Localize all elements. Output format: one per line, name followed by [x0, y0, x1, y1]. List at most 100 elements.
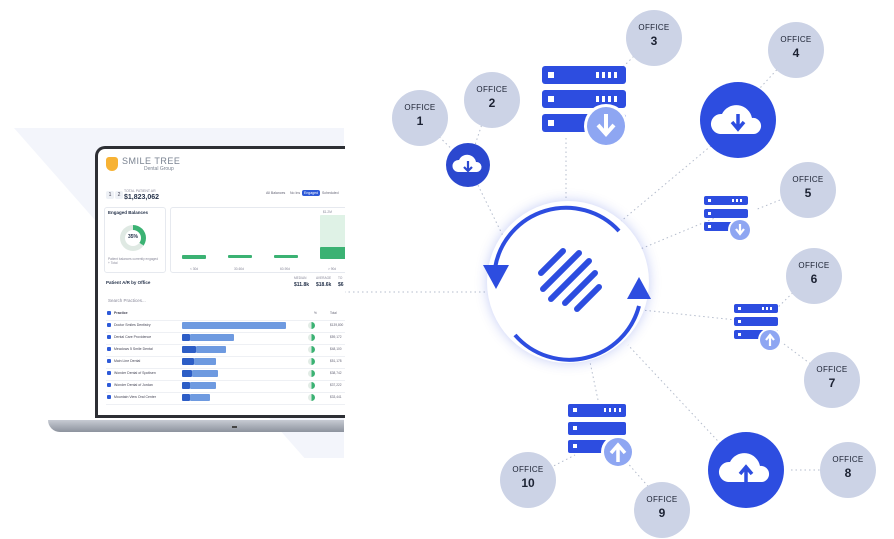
practice-name: Meadows 5 Smile Dental [114, 347, 153, 351]
office-label: OFFICE [798, 261, 830, 270]
office-number: 2 [488, 96, 496, 110]
ar-bar [182, 382, 190, 389]
col-practice: Practice [114, 311, 128, 315]
pct-pie [308, 370, 315, 377]
pct-pie [308, 382, 315, 389]
office-bubble-10: OFFICE 10 [500, 452, 556, 508]
tooth-logo-icon [106, 157, 118, 171]
ar-bar [190, 394, 210, 401]
page-chip-1[interactable]: 1 [106, 191, 114, 199]
filter-scheduled[interactable]: Scheduled [322, 191, 339, 195]
table-row[interactable]: Meadows 5 Smile Dental $48,100 [106, 344, 345, 357]
donut-value: 35% [127, 234, 138, 240]
ar-bar [192, 370, 218, 377]
ar-bar [182, 358, 194, 365]
page-chip-2[interactable]: 2 [115, 191, 123, 199]
office-bubble-8: OFFICE 8 [820, 442, 876, 498]
office-ar-title: Patient A/R by Office [106, 280, 151, 285]
filter-all-balances[interactable]: All Balances [266, 191, 286, 195]
table-row[interactable]: Wonder Dental of Jordan $37,222 [106, 380, 345, 393]
office-label: OFFICE [832, 455, 864, 464]
office-bubble-5: OFFICE 5 [780, 162, 836, 218]
office-bubble-7: OFFICE 7 [804, 352, 860, 408]
practice-total: $59,172 [330, 335, 342, 339]
filter-no-ins[interactable]: No Ins [290, 191, 301, 195]
practice-total: $51,178 [330, 359, 342, 363]
tick-label: 60-90d [280, 267, 290, 271]
col-total: Total [330, 311, 337, 315]
link-office-2 [469, 99, 491, 161]
server-download-icon [704, 196, 752, 242]
office-label: OFFICE [404, 103, 436, 112]
office-number: 1 [416, 114, 424, 128]
table-header: Practice % Total [106, 308, 345, 321]
table-row[interactable]: Wonder Dental of Spotlsen $38,742 [106, 368, 345, 381]
table-row[interactable]: Main Line Dental $51,178 [106, 356, 345, 369]
aging-bar [182, 255, 206, 259]
office-label: OFFICE [512, 465, 544, 474]
ar-bar [182, 334, 190, 341]
laptop-notch [232, 426, 237, 428]
office-bubble-4: OFFICE 4 [768, 22, 824, 78]
ar-bar [190, 334, 234, 341]
row-checkbox[interactable] [107, 323, 111, 327]
ar-bar [194, 358, 216, 365]
filter-engaged[interactable]: Engaged [302, 190, 321, 196]
ar-bar [182, 346, 196, 353]
practice-name: Doctor Smiles Dentistry [114, 323, 151, 327]
cloud-upload-icon [708, 432, 784, 508]
summary-label: AVERAGE [316, 276, 332, 280]
table-row[interactable]: Dental Care Providence $59,172 [106, 332, 345, 345]
pct-pie [308, 394, 315, 401]
practice-name: Wonder Dental of Spotlsen [114, 371, 156, 375]
office-number: 6 [810, 272, 818, 286]
office-number: 4 [792, 46, 800, 60]
table-row[interactable]: Mountain View Oral Center $33,441 [106, 392, 345, 405]
dashboard: SMILE TREE Dental Group 1 2 TOTAL PATIEN… [98, 149, 345, 415]
office-bubble-2: OFFICE 2 [464, 72, 520, 128]
cloud-download-icon [446, 143, 490, 187]
office-number: 9 [658, 506, 666, 520]
laptop-screen: SMILE TREE Dental Group 1 2 TOTAL PATIEN… [95, 146, 345, 418]
office-label: OFFICE [780, 35, 812, 44]
office-number: 10 [521, 476, 535, 490]
brand-name: SMILE TREE [122, 156, 181, 166]
practice-total: $33,441 [330, 395, 342, 399]
office-label: OFFICE [792, 175, 824, 184]
link-cloud-8 [627, 344, 746, 471]
row-checkbox[interactable] [107, 383, 111, 387]
aging-bar-value: $1.2M [323, 210, 332, 214]
row-checkbox[interactable] [107, 395, 111, 399]
row-checkbox[interactable] [107, 347, 111, 351]
office-label: OFFICE [816, 365, 848, 374]
practice-name: Main Line Dental [114, 359, 141, 363]
practice-total: $139,800 [330, 323, 344, 327]
practice-total: $37,222 [330, 383, 342, 387]
row-checkbox[interactable] [107, 371, 111, 375]
brand-subtitle: Dental Group [144, 166, 174, 172]
office-label: OFFICE [646, 495, 678, 504]
pct-pie [308, 358, 315, 365]
engaged-donut [120, 225, 146, 251]
table-row[interactable]: Doctor Smiles Dentistry $139,800 [106, 320, 345, 333]
link-server-9 [589, 361, 599, 401]
server-upload-icon [568, 404, 635, 469]
practice-name: Wonder Dental of Jordan [114, 383, 153, 387]
office-bubble-3: OFFICE 3 [626, 10, 682, 66]
col-pct: % [314, 311, 317, 315]
summary-label: TO [338, 276, 343, 280]
tick-label: > 90d [328, 267, 337, 271]
total-ar-value: $1,823,062 [124, 194, 160, 201]
office-label: OFFICE [638, 23, 670, 32]
row-checkbox[interactable] [107, 359, 111, 363]
search-practices-input[interactable]: Search Practices... [108, 298, 146, 303]
select-all-checkbox[interactable] [107, 311, 111, 315]
sync-arrows-icon [483, 205, 651, 362]
summary-value: $6 [338, 282, 344, 288]
aging-bar [320, 247, 345, 259]
row-checkbox[interactable] [107, 335, 111, 339]
aging-chart-card [170, 207, 345, 273]
link-cloud-4 [619, 139, 719, 223]
office-label: OFFICE [476, 85, 508, 94]
